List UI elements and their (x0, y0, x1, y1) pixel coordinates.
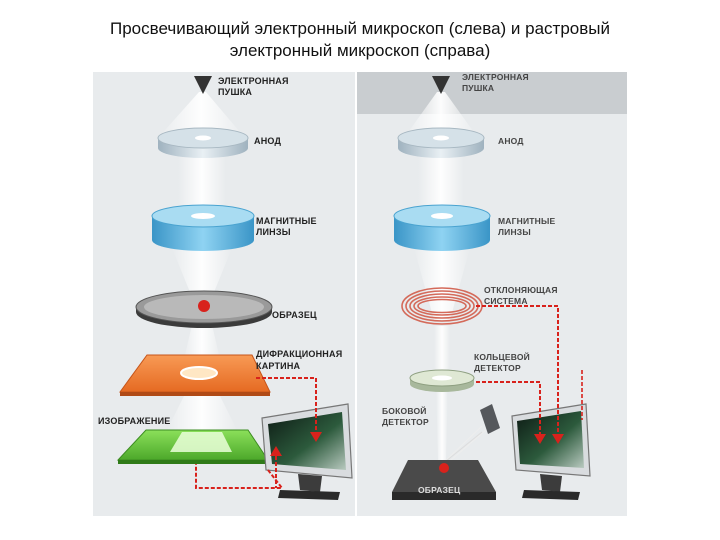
left-specimen-label: ОБРАЗЕЦ (272, 310, 317, 320)
right-beam-lens-deflection (414, 248, 470, 320)
left-diffraction-signal-line (256, 377, 317, 434)
left-beam-gun-anode (158, 92, 245, 138)
right-deflection-label-line-1: ОТКЛОНЯЮЩАЯ (484, 285, 558, 295)
left-beam-anode-lens (178, 150, 226, 210)
right-anode-icon (397, 127, 485, 158)
right-specimen-stage-icon (392, 460, 496, 500)
right-lenses-label-line-2: ЛИНЗЫ (498, 227, 531, 237)
left-lenses-label-line-2: ЛИНЗЫ (256, 227, 291, 237)
right-deflection-label-line-2: СИСТЕМА (484, 296, 528, 306)
right-beam-anode-lens (418, 150, 464, 210)
left-monitor-icon (261, 403, 353, 500)
title-line-1: Просвечивающий электронный микроскоп (сл… (110, 19, 610, 38)
right-side-detector-label-line-1: БОКОВОЙ (382, 405, 427, 416)
right-gun-label-line-2: ПУШКА (462, 83, 494, 93)
figure-title: Просвечивающий электронный микроскоп (сл… (0, 18, 720, 62)
left-specimen-icon (135, 290, 273, 328)
right-anode-label: АНОД (498, 136, 524, 146)
left-diffraction-pattern-icon (119, 354, 271, 396)
left-magnetic-lens-icon (151, 204, 255, 251)
right-ring-detector-label-line-1: КОЛЬЦЕВОЙ (474, 351, 530, 362)
left-image-signal-arrow (270, 446, 282, 456)
right-lenses-label-line-1: МАГНИТНЫЕ (498, 216, 556, 226)
right-gun-label-line-1: ЭЛЕКТРОННАЯ (462, 72, 529, 82)
right-specimen-label: ОБРАЗЕЦ (418, 485, 461, 495)
right-beam-detector-specimen (436, 382, 448, 460)
left-image-label: ИЗОБРАЖЕНИЕ (98, 416, 170, 426)
right-deflection-signal-arrow (552, 434, 564, 444)
left-diffraction-label-line-1: ДИФРАКЦИОННАЯ (256, 349, 342, 359)
left-gun-label-line-2: ПУШКА (218, 87, 252, 97)
right-monitor-icon (511, 403, 591, 500)
right-ring-detector-icon (409, 369, 475, 392)
left-lenses-label-line-1: МАГНИТНЫЕ (256, 216, 317, 226)
left-electron-gun-icon (194, 76, 212, 94)
left-image-signal-line (195, 464, 285, 489)
left-image-plane-icon (116, 429, 269, 464)
right-electron-gun-icon (432, 76, 450, 94)
right-magnetic-lens-icon (393, 204, 491, 251)
left-gun-label-line-1: ЭЛЕКТРОННАЯ (218, 76, 289, 86)
right-beam-gun-anode (404, 92, 478, 138)
left-beam-diffraction-image (166, 392, 238, 432)
right-ring-signal-arrow (534, 434, 546, 444)
right-panel-header-band (357, 72, 627, 114)
right-beam-deflection-detector (434, 326, 450, 372)
left-diffraction-signal-arrow (310, 432, 322, 442)
right-side-detector-label-line-2: ДЕТЕКТОР (382, 417, 429, 427)
left-anode-label: АНОД (254, 136, 281, 146)
left-beam-lens-specimen (172, 248, 232, 302)
right-ring-signal-line (476, 381, 541, 436)
left-diffraction-label-line-2: КАРТИНА (256, 361, 301, 371)
right-deflection-signal-line (476, 305, 559, 436)
left-anode-icon (157, 127, 249, 158)
title-line-2: электронный микроскоп (справа) (229, 41, 491, 60)
right-ring-detector-label-line-2: ДЕТЕКТОР (474, 363, 521, 373)
